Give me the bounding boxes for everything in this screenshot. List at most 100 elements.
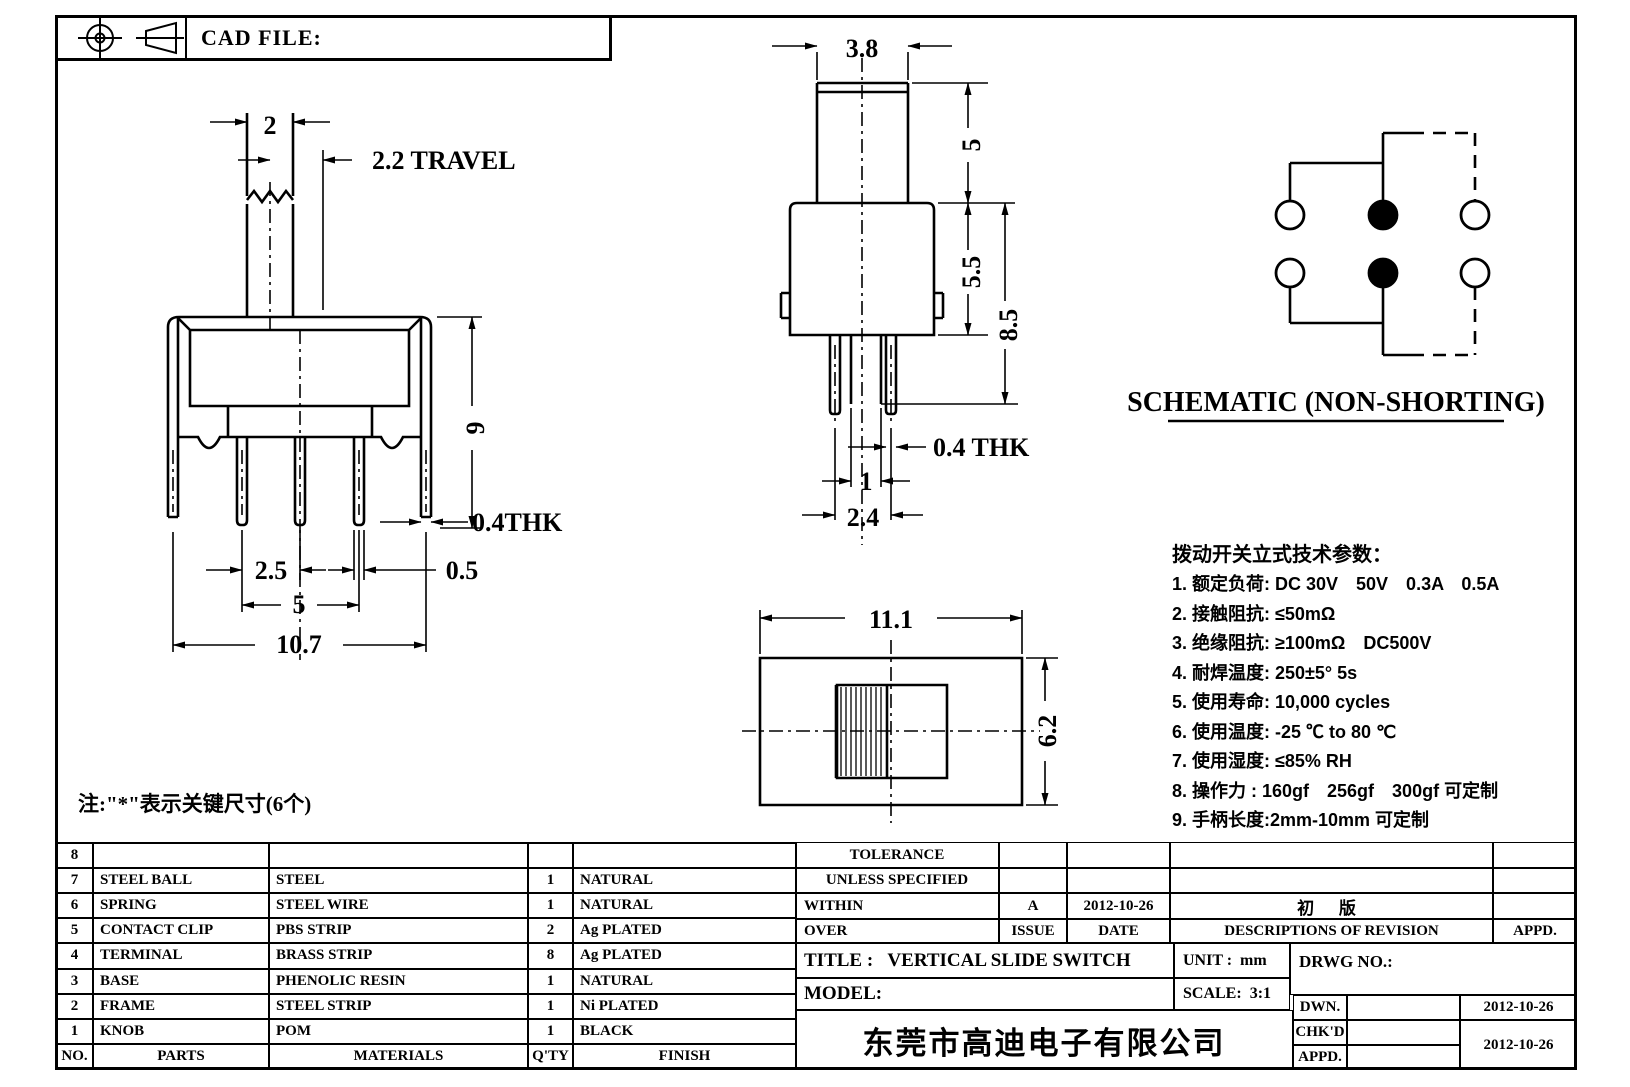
header-finish: FINISH xyxy=(572,1042,797,1071)
revision-date: 2012-10-26 xyxy=(1067,893,1170,919)
part-qty: 2 xyxy=(527,917,574,945)
revision-description: 初 版 xyxy=(1170,893,1493,919)
empty-cell xyxy=(999,842,1067,868)
table-row: 8 xyxy=(55,841,797,870)
title-cell: TITLE : VERTICAL SLIDE SWITCH xyxy=(795,943,1174,978)
part-qty: 1 xyxy=(527,967,574,995)
empty-cell xyxy=(1347,1045,1460,1070)
key-dimension-note: 注:"*"表示关键尺寸(6个) xyxy=(78,792,312,816)
tolerance-label: TOLERANCE xyxy=(795,842,999,868)
unit-value: mm xyxy=(1240,951,1267,969)
empty-cell xyxy=(1067,868,1170,893)
scale-cell: SCALE: 3:1 xyxy=(1174,978,1290,1010)
dwn-date: 2012-10-26 xyxy=(1460,995,1577,1020)
issue-label: ISSUE xyxy=(999,919,1067,943)
tech-param-item: 9. 手柄长度:2mm-10mm 可定制 xyxy=(1172,810,1430,830)
tech-param-item: 5. 使用寿命: 10,000 cycles xyxy=(1172,692,1391,712)
tech-params: 拨动开关立式技术参数： 1. 额定负荷: DC 30V 50V 0.3A 0.5… xyxy=(1172,540,1572,836)
appd-label: APPD. xyxy=(1493,919,1577,943)
over-label: OVER xyxy=(795,919,999,943)
tech-param-item: 3. 绝缘阻抗: ≥100mΩ DC500V xyxy=(1172,633,1432,653)
tech-param-item: 7. 使用湿度: ≤85% RH xyxy=(1172,751,1352,771)
part-name: TERMINAL xyxy=(92,942,270,970)
table-row: 2 FRAME STEEL STRIP 1 Ni PLATED xyxy=(55,992,797,1020)
title-value: VERTICAL SLIDE SWITCH xyxy=(887,949,1131,971)
table-row: 7 STEEL BALL STEEL 1 NATURAL xyxy=(55,867,797,895)
part-finish xyxy=(572,841,797,870)
appd-row-label: APPD. xyxy=(1293,1045,1347,1070)
header-materials: MATERIALS xyxy=(268,1042,529,1071)
tech-param-item: 4. 耐焊温度: 250±5° 5s xyxy=(1172,662,1358,683)
tech-param-item: 2. 接触阻抗: ≤50mΩ xyxy=(1172,603,1336,624)
empty-cell xyxy=(1493,893,1577,919)
empty-cell xyxy=(1347,995,1460,1020)
table-row: 5 CONTACT CLIP PBS STRIP 2 Ag PLATED xyxy=(55,917,797,945)
company-name: 东莞市高迪电子有限公司 xyxy=(795,1010,1293,1070)
revision-issue: A xyxy=(999,893,1067,919)
table-row: 4 TERMINAL BRASS STRIP 8 Ag PLATED xyxy=(55,942,797,970)
part-name: KNOB xyxy=(92,1017,270,1045)
tech-params-title: 拨动开关立式技术参数： xyxy=(1172,544,1392,566)
part-no: 8 xyxy=(55,841,94,870)
part-name: FRAME xyxy=(92,992,270,1020)
empty-cell xyxy=(1493,868,1577,893)
part-material: POM xyxy=(268,1017,529,1045)
header-no: NO. xyxy=(55,1042,94,1071)
empty-cell xyxy=(1170,842,1493,868)
part-qty: 1 xyxy=(527,1017,574,1045)
table-row: 3 BASE PHENOLIC RESIN 1 NATURAL xyxy=(55,967,797,995)
part-material: PBS STRIP xyxy=(268,917,529,945)
parts-table: 8 7 STEEL BALL STEEL 1 NATURAL 6 SPRING … xyxy=(55,841,797,1071)
part-material: BRASS STRIP xyxy=(268,942,529,970)
part-name xyxy=(92,841,270,870)
tech-param-item: 8. 操作力 : 160gf 256gf 300gf 可定制 xyxy=(1172,780,1499,801)
table-row: 1 KNOB POM 1 BLACK xyxy=(55,1017,797,1045)
drwg-no-cell: DRWG NO.: xyxy=(1290,943,1577,995)
table-row: 6 SPRING STEEL WIRE 1 NATURAL xyxy=(55,892,797,920)
dwn-label: DWN. xyxy=(1293,995,1347,1020)
part-material: PHENOLIC RESIN xyxy=(268,967,529,995)
empty-cell xyxy=(1347,1020,1460,1045)
part-no: 3 xyxy=(55,967,94,995)
tech-param-item: 1. 额定负荷: DC 30V 50V 0.3A 0.5A xyxy=(1172,574,1500,594)
descriptions-label: DESCRIPTIONS OF REVISION xyxy=(1170,919,1493,943)
part-name: CONTACT CLIP xyxy=(92,917,270,945)
part-no: 4 xyxy=(55,942,94,970)
header-parts: PARTS xyxy=(92,1042,270,1071)
empty-cell xyxy=(999,868,1067,893)
part-no: 7 xyxy=(55,867,94,895)
empty-cell xyxy=(1067,842,1170,868)
part-material: STEEL xyxy=(268,867,529,895)
part-qty: 1 xyxy=(527,992,574,1020)
part-finish: Ni PLATED xyxy=(572,992,797,1020)
part-material xyxy=(268,841,529,870)
part-name: STEEL BALL xyxy=(92,867,270,895)
part-qty: 8 xyxy=(527,942,574,970)
title-block: TOLERANCE UNLESS SPECIFIED WITHIN A 2012… xyxy=(795,842,1577,1070)
part-name: BASE xyxy=(92,967,270,995)
part-finish: Ag PLATED xyxy=(572,942,797,970)
part-no: 1 xyxy=(55,1017,94,1045)
part-material: STEEL WIRE xyxy=(268,892,529,920)
header-qty: Q'TY xyxy=(527,1042,574,1071)
part-finish: NATURAL xyxy=(572,967,797,995)
part-finish: BLACK xyxy=(572,1017,797,1045)
scale-value: 3:1 xyxy=(1249,985,1272,1002)
part-qty: 1 xyxy=(527,892,574,920)
part-finish: Ag PLATED xyxy=(572,917,797,945)
part-material: STEEL STRIP xyxy=(268,992,529,1020)
date-label: DATE xyxy=(1067,919,1170,943)
empty-cell xyxy=(1170,868,1493,893)
part-finish: NATURAL xyxy=(572,892,797,920)
table-header-row: NO. PARTS MATERIALS Q'TY FINISH xyxy=(55,1042,797,1071)
scale-label: SCALE: xyxy=(1183,985,1242,1002)
chkd-date: 2012-10-26 xyxy=(1460,1020,1577,1070)
unit-label: UNIT : xyxy=(1183,951,1233,969)
part-no: 5 xyxy=(55,917,94,945)
part-qty xyxy=(527,841,574,870)
projection-symbol-cell xyxy=(58,18,187,58)
chkd-label: CHK'D xyxy=(1293,1020,1347,1045)
sheet-border xyxy=(55,15,1577,1070)
cad-file-label: CAD FILE: xyxy=(201,25,322,50)
